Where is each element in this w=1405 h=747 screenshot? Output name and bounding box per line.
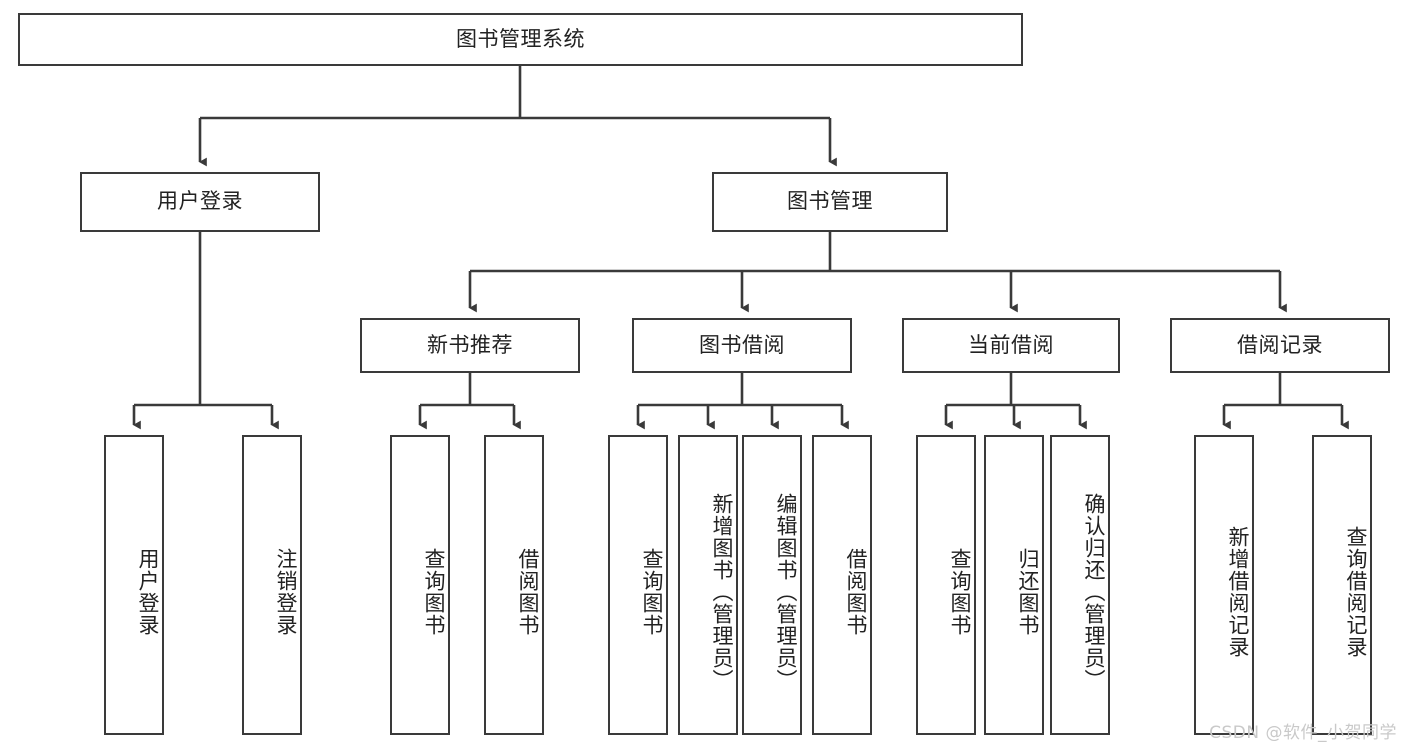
node-leaf-user-login[interactable]: 用户登录 [104,435,164,735]
node-label: 借阅图书 [516,548,540,636]
node-label: 查询图书 [640,548,664,636]
node-label: 新增图书（管理员） [710,493,734,691]
node-label: 查询借阅记录 [1344,526,1368,658]
csdn-watermark: CSDN @软件_小贺同学 [1209,723,1397,743]
node-book-manage[interactable]: 图书管理 [712,172,948,232]
node-user-login[interactable]: 用户登录 [80,172,320,232]
node-leaf-query-book-3[interactable]: 查询图书 [916,435,976,735]
node-label: 新增借阅记录 [1226,526,1250,658]
node-leaf-query-book-2[interactable]: 查询图书 [608,435,668,735]
node-leaf-query-book-1[interactable]: 查询图书 [390,435,450,735]
node-label: 用户登录 [157,189,243,214]
node-label: 用户登录 [136,548,160,636]
node-leaf-return-book[interactable]: 归还图书 [984,435,1044,735]
node-label: 借阅图书 [844,548,868,636]
node-leaf-add-book[interactable]: 新增图书（管理员） [678,435,738,735]
node-label: 图书借阅 [699,332,785,357]
node-leaf-logout-login[interactable]: 注销登录 [242,435,302,735]
node-label: 注销登录 [274,548,298,636]
node-leaf-edit-book[interactable]: 编辑图书（管理员） [742,435,802,735]
node-label: 图书管理 [787,189,873,214]
node-root-图书管理系统[interactable]: 图书管理系统 [18,13,1023,66]
node-leaf-borrow-book-1[interactable]: 借阅图书 [484,435,544,735]
node-label: 确认归还（管理员） [1082,493,1106,691]
node-label: 当前借阅 [968,332,1054,357]
node-label: 归还图书 [1016,548,1040,636]
node-label: 查询图书 [948,548,972,636]
node-current-borrow[interactable]: 当前借阅 [902,318,1120,373]
node-borrow-record[interactable]: 借阅记录 [1170,318,1390,373]
node-leaf-add-record[interactable]: 新增借阅记录 [1194,435,1254,735]
node-label: 新书推荐 [427,332,513,357]
node-label: 查询图书 [422,548,446,636]
node-leaf-confirm-return[interactable]: 确认归还（管理员） [1050,435,1110,735]
node-label: 编辑图书（管理员） [774,493,798,691]
node-leaf-borrow-book-2[interactable]: 借阅图书 [812,435,872,735]
node-leaf-query-record[interactable]: 查询借阅记录 [1312,435,1372,735]
node-book-borrow[interactable]: 图书借阅 [632,318,852,373]
node-label: 借阅记录 [1237,332,1323,357]
node-new-book-rec[interactable]: 新书推荐 [360,318,580,373]
node-label: 图书管理系统 [456,26,585,51]
